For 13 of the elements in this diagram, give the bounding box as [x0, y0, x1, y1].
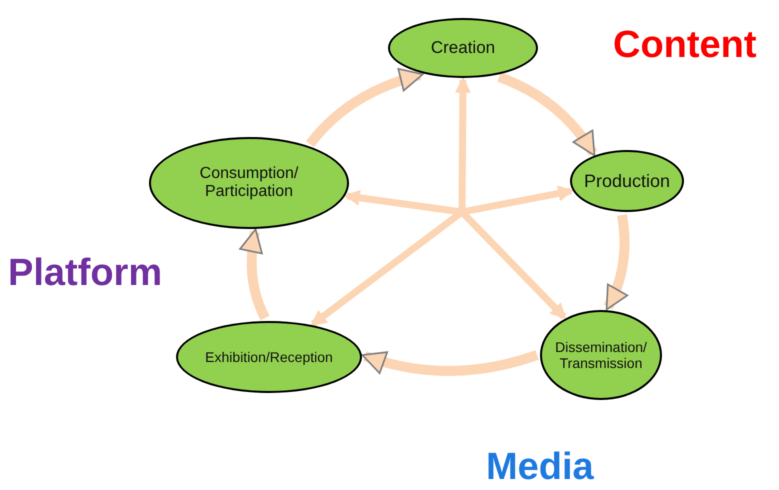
- node-label: Production: [582, 170, 672, 192]
- node-label: Consumption/ Participation: [198, 165, 300, 201]
- category-label: Media: [486, 446, 594, 489]
- category-label: Platform: [8, 252, 162, 295]
- arrow: [240, 228, 270, 320]
- arrow: [362, 350, 539, 376]
- category-label: Content: [613, 24, 757, 67]
- arrow: [604, 214, 630, 310]
- arrow: [306, 68, 424, 148]
- node-label: Dissemination/ Transmission: [554, 339, 648, 371]
- node-label: Creation: [430, 38, 496, 58]
- node-label: Exhibition/Reception: [204, 349, 334, 365]
- arrow: [497, 72, 598, 156]
